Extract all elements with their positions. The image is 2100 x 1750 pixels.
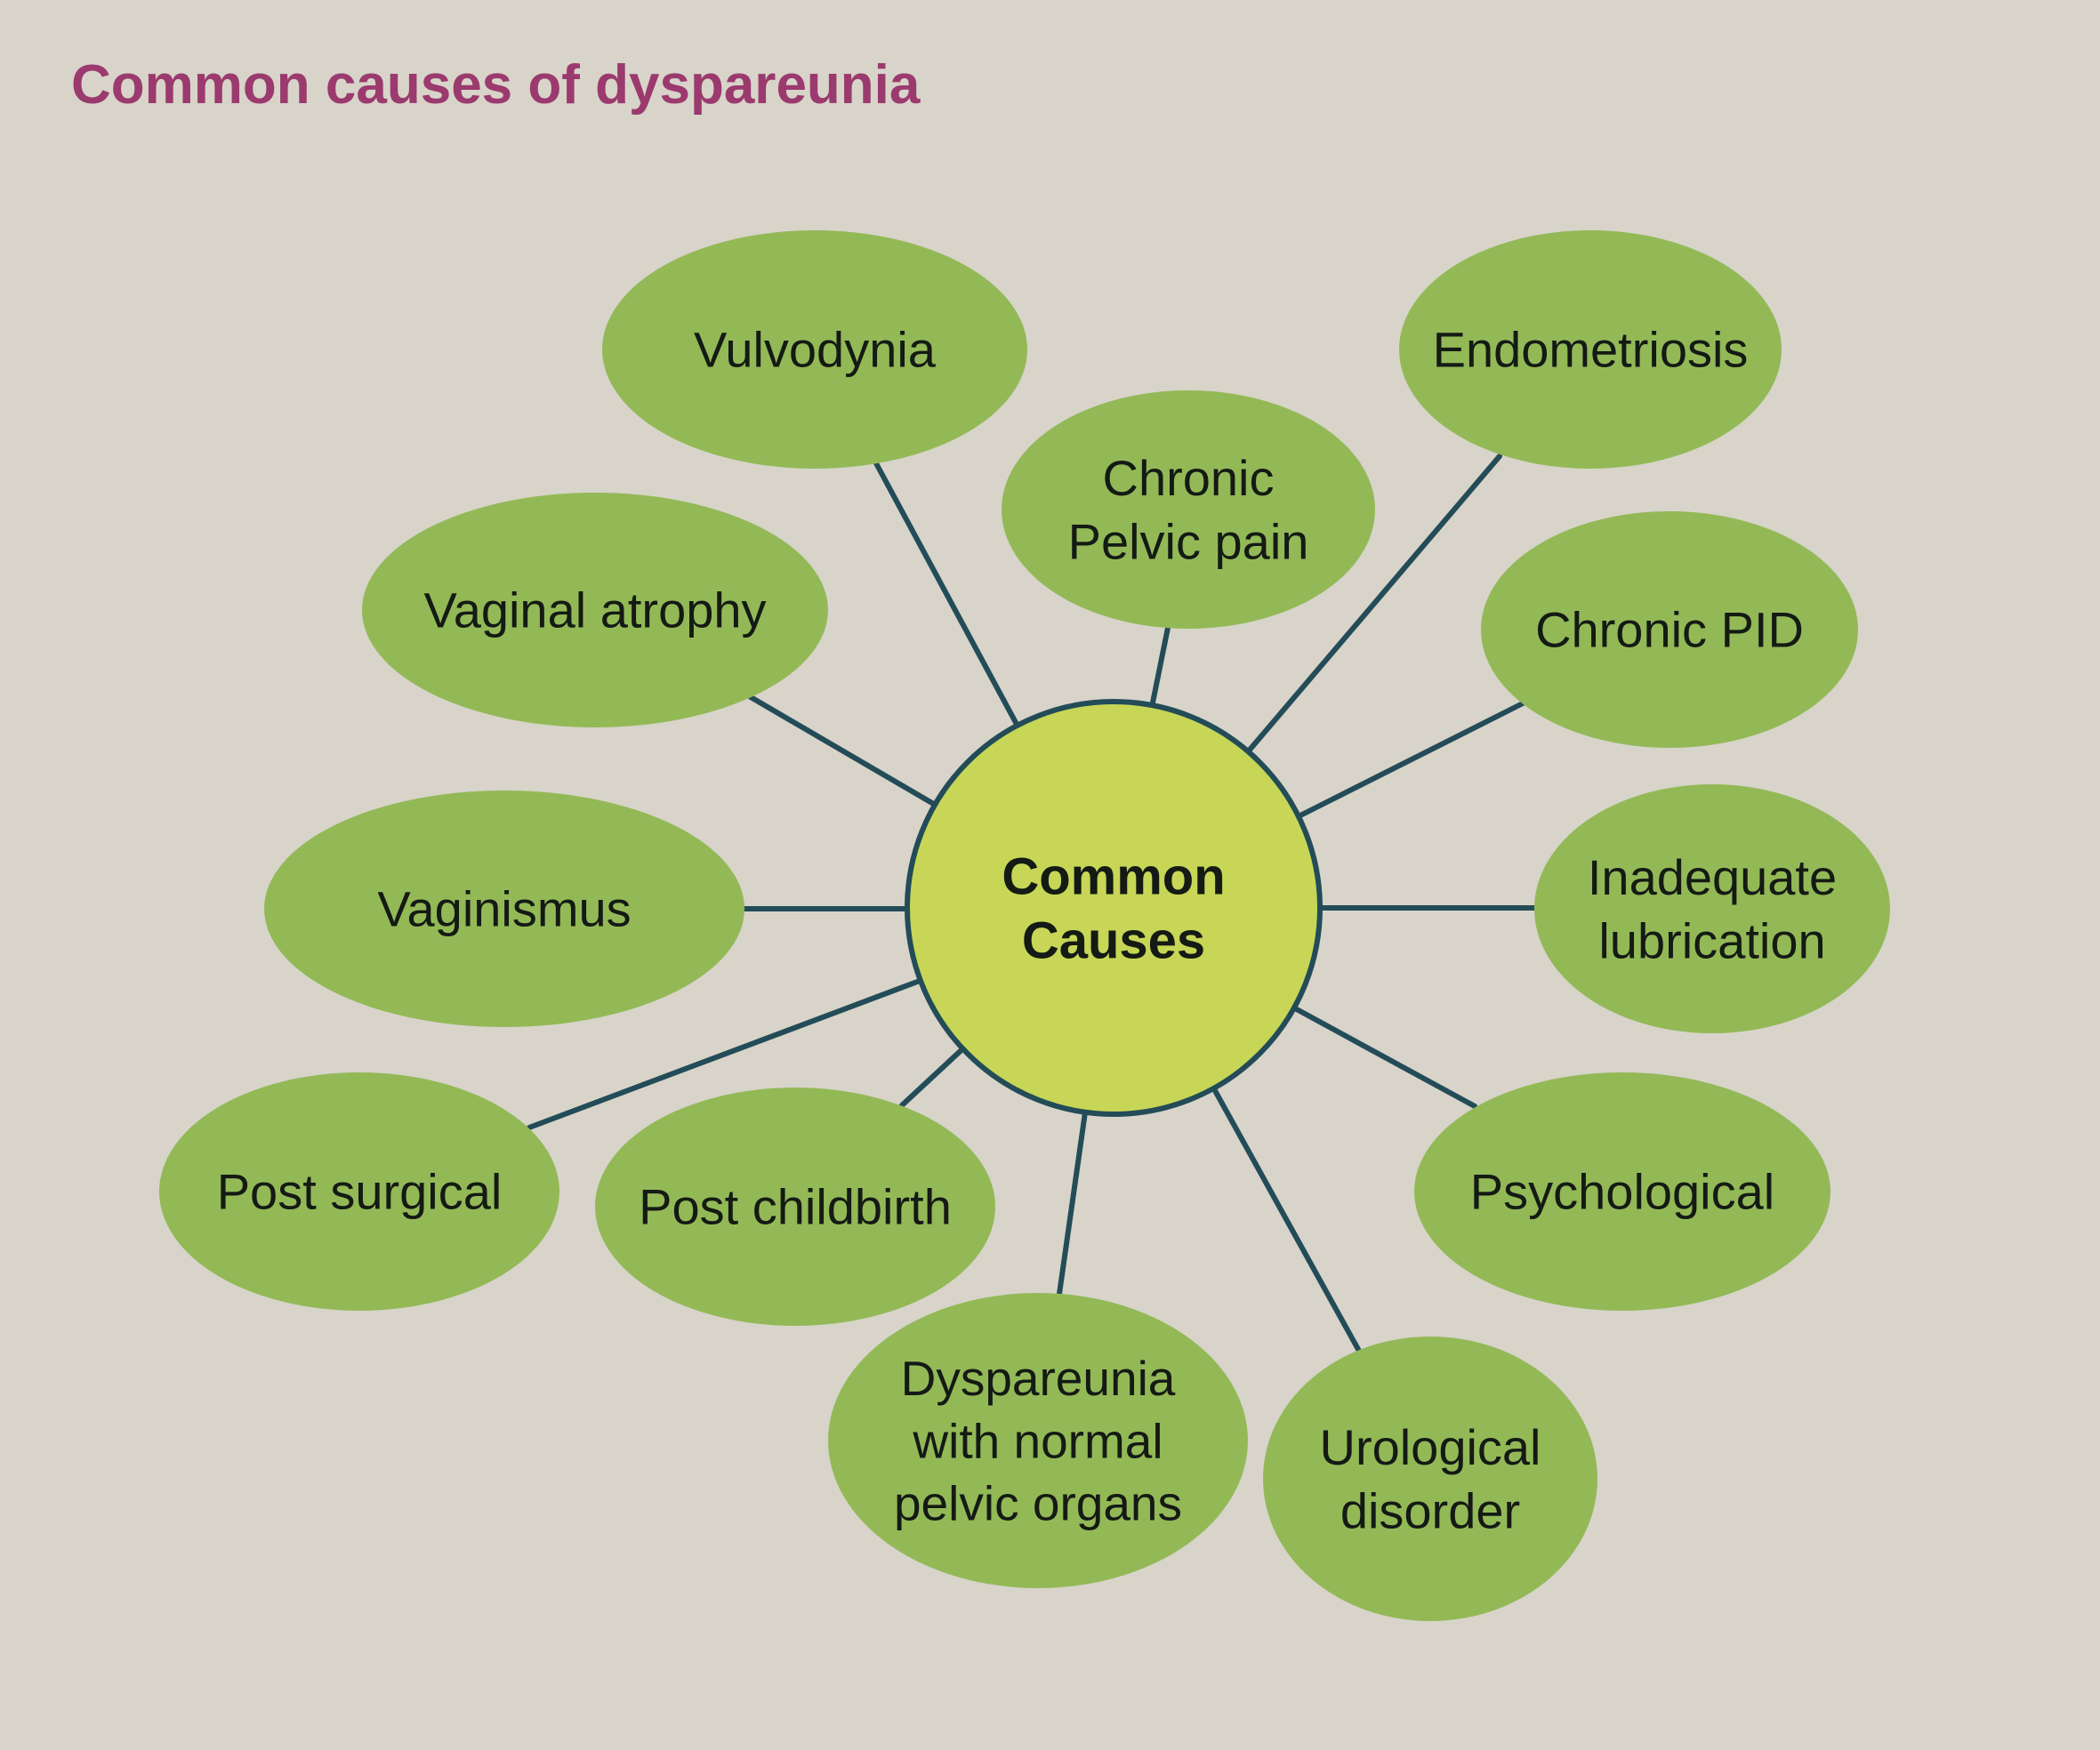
node-chronic-pelvic-pain-label-line: Chronic [1103,450,1275,506]
node-endometriosis: Endometriosis [1399,230,1782,469]
node-urological-disorder-ellipse [1263,1337,1597,1621]
node-vulvodynia-label: Vulvodynia [694,322,937,378]
node-vaginismus: Vaginismus [264,791,744,1027]
node-dyspareunia-normal-pelvic-label-line: pelvic organs [894,1476,1182,1531]
diagram-title: Common causes of dyspareunia [71,54,921,116]
center-node-label-line: Causes [1022,911,1205,969]
node-vaginal-atrophy-ellipse [362,493,828,727]
node-vaginismus-label: Vaginismus [377,881,631,937]
center-node-label-line: Common [1002,847,1225,905]
node-endometriosis-label-line: Endometriosis [1433,322,1749,378]
node-dyspareunia-normal-pelvic-label: Dyspareunia with normal pelvic organs [894,1351,1182,1531]
node-inadequate-lubrication-ellipse [1534,784,1890,1033]
connector-endometriosis [1243,454,1502,758]
connector-urological-disorder [1210,1083,1363,1355]
node-inadequate-lubrication: Inadequate lubrication [1534,784,1890,1033]
node-urological-disorder-label-line: Urological [1320,1419,1541,1475]
node-dyspareunia-normal-pelvic-label-line: with normal [912,1413,1163,1468]
node-post-surgical-ellipse [159,1072,559,1311]
node-urological-disorder: Urological disorder [1263,1337,1597,1621]
connector-vaginal-atrophy [748,694,939,808]
node-endometriosis-ellipse [1399,230,1782,469]
node-chronic-pid-ellipse [1481,511,1858,748]
node-post-childbirth: Post childbirth [595,1088,995,1326]
node-inadequate-lubrication-label-line: Inadequate [1588,849,1837,905]
node-inadequate-lubrication-label-line: lubrication [1598,912,1825,968]
node-vulvodynia: Vulvodynia [602,230,1027,469]
node-inadequate-lubrication-label: Inadequate lubrication [1588,849,1837,969]
node-urological-disorder-label-line: disorder [1340,1482,1520,1538]
node-vaginal-atrophy-label-line: Vaginal atrophy [424,582,767,638]
node-vulvodynia-ellipse [602,230,1027,469]
node-vaginismus-label-line: Vaginismus [377,881,631,937]
connector-vulvodynia [873,461,1022,732]
connector-psychological [1292,1006,1477,1109]
node-chronic-pid: Chronic PID [1481,511,1858,748]
node-vaginismus-ellipse [264,791,744,1027]
connector-chronic-pid [1296,701,1525,819]
node-vaginal-atrophy-label: Vaginal atrophy [424,582,767,638]
node-post-surgical: Post surgical [159,1072,559,1311]
node-chronic-pid-label-line: Chronic PID [1535,602,1804,658]
node-dyspareunia-normal-pelvic-label-line: Dyspareunia [901,1351,1176,1406]
node-endometriosis-label: Endometriosis [1433,322,1749,378]
node-psychological-ellipse [1414,1072,1830,1311]
node-post-childbirth-ellipse [595,1088,995,1326]
connector-dyspareunia-normal-pelvic [1057,1104,1089,1296]
node-psychological-label: Psychological [1470,1164,1774,1220]
node-dyspareunia-normal-pelvic: Dyspareunia with normal pelvic organs [828,1293,1248,1588]
node-urological-disorder-label: Urological disorder [1320,1419,1541,1539]
node-vulvodynia-label-line: Vulvodynia [694,322,937,378]
connector-post-surgical [527,978,922,1130]
node-chronic-pid-label: Chronic PID [1535,602,1804,658]
node-vaginal-atrophy: Vaginal atrophy [362,493,828,727]
node-chronic-pelvic-pain-ellipse [1002,390,1375,629]
connector-post-childbirth [899,1045,967,1108]
node-post-surgical-label-line: Post surgical [217,1164,503,1220]
connector-lines [527,454,1537,1355]
node-dyspareunia-normal-pelvic-ellipse [828,1293,1248,1588]
node-post-childbirth-label-line: Post childbirth [639,1179,952,1235]
node-psychological: Psychological [1414,1072,1830,1311]
connector-chronic-pelvic-pain [1148,625,1171,714]
node-post-childbirth-label: Post childbirth [639,1179,952,1235]
node-chronic-pelvic-pain-label-line: Pelvic pain [1068,513,1309,569]
node-psychological-label-line: Psychological [1470,1164,1774,1220]
center-node-circle [905,699,1323,1117]
node-post-surgical-label: Post surgical [217,1164,503,1220]
